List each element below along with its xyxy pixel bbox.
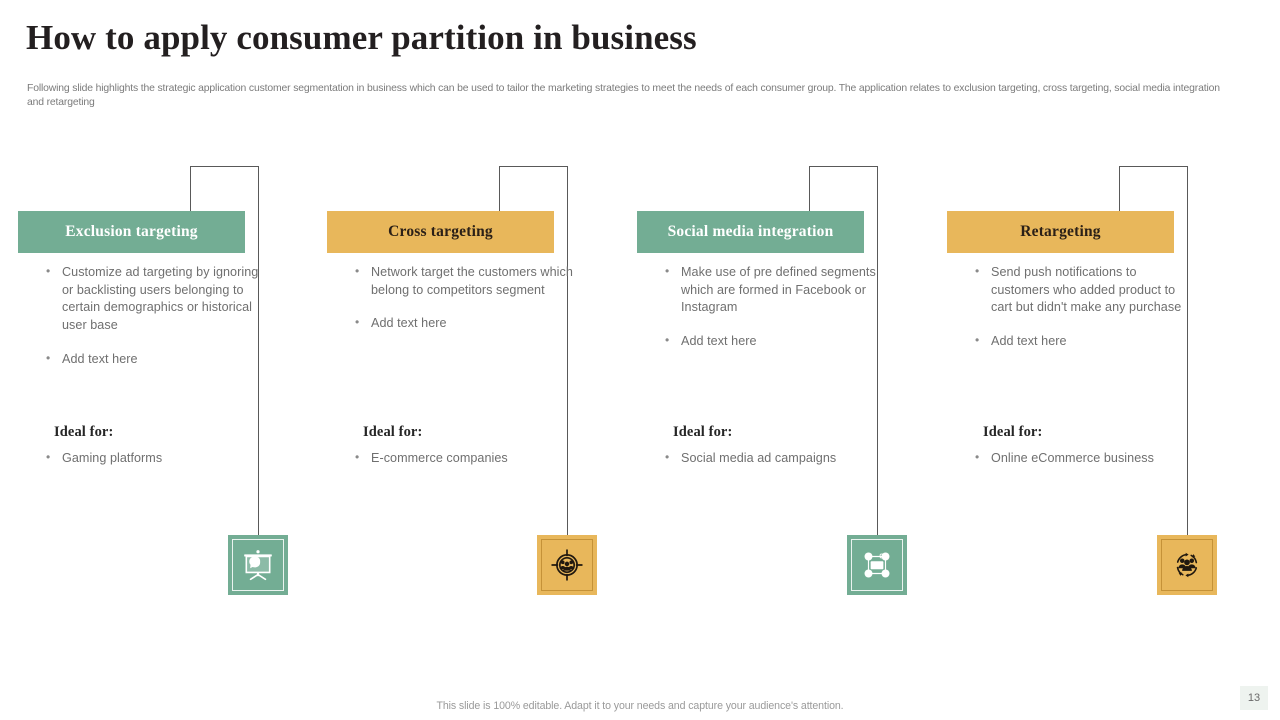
list-item: Add text here [347, 314, 573, 333]
list-item: Customize ad targeting by ignoring or ba… [38, 263, 264, 335]
icon-tile-4[interactable] [1157, 535, 1217, 595]
column-1: Exclusion targetingCustomize ad targetin… [18, 0, 328, 720]
ideal-for-list: Online eCommerce business [967, 449, 1182, 468]
ideal-for-block: Social media ad campaigns [657, 449, 872, 468]
list-item: E-commerce companies [347, 449, 562, 468]
social-network-nodes-icon [860, 548, 894, 582]
column-4: RetargetingSend push notifications to cu… [947, 0, 1257, 720]
bullet-block: Send push notifications to customers who… [967, 263, 1193, 351]
connector-stem [1187, 166, 1188, 535]
presentation-brain-icon [241, 548, 275, 582]
connector-box [809, 166, 878, 216]
list-item: Online eCommerce business [967, 449, 1182, 468]
icon-tile-1[interactable] [228, 535, 288, 595]
connector-stem [567, 166, 568, 535]
page-number-badge: 13 [1240, 686, 1268, 710]
card-header-label: Retargeting [1020, 223, 1101, 240]
list-item: Make use of pre defined segments which a… [657, 263, 883, 317]
bullet-list: Make use of pre defined segments which a… [657, 263, 883, 351]
list-item: Network target the customers which belon… [347, 263, 573, 299]
ideal-for-block: Online eCommerce business [967, 449, 1182, 468]
ideal-for-label: Ideal for: [54, 424, 114, 440]
card-header-3[interactable]: Social media integration [637, 211, 864, 253]
ideal-for-label: Ideal for: [983, 424, 1043, 440]
footer-note: This slide is 100% editable. Adapt it to… [436, 700, 844, 712]
page-subtitle: Following slide highlights the strategic… [27, 83, 1220, 109]
bullet-list: Network target the customers which belon… [347, 263, 573, 333]
list-item: Send push notifications to customers who… [967, 263, 1193, 317]
card-header-2[interactable]: Cross targeting [327, 211, 554, 253]
icon-tile-3[interactable] [847, 535, 907, 595]
target-audience-icon [550, 548, 584, 582]
connector-box [499, 166, 568, 216]
list-item: Social media ad campaigns [657, 449, 872, 468]
column-3: Social media integrationMake use of pre … [637, 0, 947, 720]
list-item: Add text here [38, 350, 264, 369]
ideal-for-list: Gaming platforms [38, 449, 253, 468]
connector-stem [877, 166, 878, 535]
connector-box [1119, 166, 1188, 216]
list-item: Gaming platforms [38, 449, 253, 468]
card-header-4[interactable]: Retargeting [947, 211, 1174, 253]
page-title: How to apply consumer partition in busin… [26, 18, 697, 57]
ideal-for-list: E-commerce companies [347, 449, 562, 468]
bullet-block: Make use of pre defined segments which a… [657, 263, 883, 351]
card-header-label: Social media integration [667, 223, 834, 240]
bullet-list: Customize ad targeting by ignoring or ba… [38, 263, 264, 369]
ideal-for-label: Ideal for: [363, 424, 423, 440]
ideal-for-block: Gaming platforms [38, 449, 253, 468]
list-item: Add text here [967, 332, 1193, 351]
bullet-block: Network target the customers which belon… [347, 263, 573, 333]
card-header-label: Exclusion targeting [65, 223, 198, 240]
card-header-label: Cross targeting [388, 223, 493, 240]
column-2: Cross targetingNetwork target the custom… [327, 0, 637, 720]
list-item: Add text here [657, 332, 883, 351]
ideal-for-block: E-commerce companies [347, 449, 562, 468]
connector-box [190, 166, 259, 216]
bullet-list: Send push notifications to customers who… [967, 263, 1193, 351]
audience-recycle-icon [1170, 548, 1204, 582]
ideal-for-label: Ideal for: [673, 424, 733, 440]
card-header-1[interactable]: Exclusion targeting [18, 211, 245, 253]
bullet-block: Customize ad targeting by ignoring or ba… [38, 263, 264, 369]
ideal-for-list: Social media ad campaigns [657, 449, 872, 468]
icon-tile-2[interactable] [537, 535, 597, 595]
